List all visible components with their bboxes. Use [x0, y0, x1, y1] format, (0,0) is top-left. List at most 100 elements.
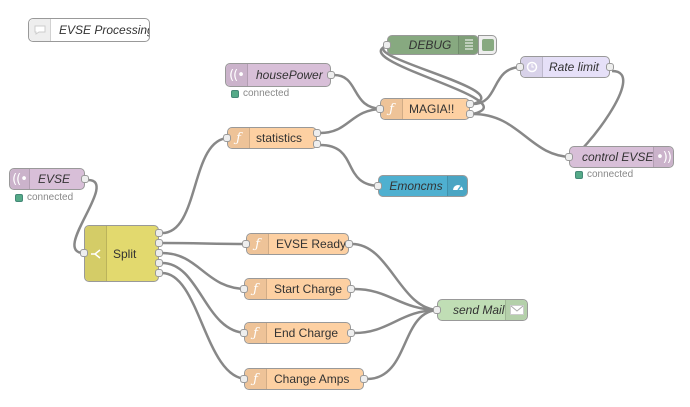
split-output-port-2[interactable] [155, 239, 163, 247]
wire-magia-debug-2 [379, 43, 485, 116]
mqtt-icon: ((• [226, 64, 248, 86]
envelope-icon [505, 300, 527, 320]
mqtt-icon: •)) [653, 147, 673, 167]
change-amps-label: Change Amps [274, 372, 350, 386]
evse-status-text: connected [27, 192, 74, 203]
end-charge-input-port[interactable] [240, 329, 248, 337]
start-charge-input-port[interactable] [240, 285, 248, 293]
debug-node[interactable]: DEBUG [387, 35, 479, 55]
send-mail-input-port[interactable] [433, 306, 441, 314]
delay-icon [521, 57, 543, 77]
emoncms-node[interactable]: Emoncms [378, 175, 468, 197]
debug-toggle-button[interactable] [478, 35, 497, 55]
house-power-label: housePower [256, 68, 323, 82]
status-dot [15, 193, 23, 202]
wire-magia-ratelimit [472, 65, 523, 106]
rate-limit-output-port[interactable] [606, 63, 614, 71]
send-mail-node[interactable]: send Mail [437, 299, 528, 321]
wire-evseready-mail [351, 242, 440, 312]
magia-label: MAGIA!! [409, 102, 455, 116]
status-dot [231, 89, 239, 98]
statistics-output-port-2[interactable] [313, 140, 321, 148]
debug-label: DEBUG [408, 38, 452, 52]
evse-output-port[interactable] [81, 175, 89, 183]
rate-limit-label: Rate limit [549, 60, 600, 74]
wire-split-changeamps [161, 271, 248, 381]
split-output-port-1[interactable] [155, 229, 163, 237]
debug-input-port[interactable] [383, 41, 391, 49]
wire-ratelimit-control [571, 69, 625, 159]
magia-node[interactable]: ƒ MAGIA!! [380, 98, 470, 120]
send-mail-label: send Mail [453, 303, 505, 317]
function-icon: ƒ [245, 323, 267, 343]
emoncms-input-port[interactable] [374, 182, 382, 190]
control-evse-status-text: connected [587, 169, 634, 180]
comment-label: EVSE Processing [59, 23, 149, 37]
wire-housepower-magia [333, 73, 384, 111]
magia-output-port-1[interactable] [466, 100, 474, 108]
wire-statistics-magia [319, 107, 384, 135]
house-power-output-port[interactable] [327, 71, 335, 79]
wire-split-endcharge [161, 261, 248, 335]
evse-node[interactable]: ((• EVSE [9, 168, 85, 190]
evse-ready-input-port[interactable] [242, 240, 250, 248]
change-amps-node[interactable]: ƒ Change Amps [244, 368, 364, 390]
split-output-port-4[interactable] [155, 259, 163, 267]
split-label: Split [113, 246, 137, 261]
split-output-port-3[interactable] [155, 249, 163, 257]
wire-endcharge-mail [353, 308, 440, 335]
statistics-label: statistics [256, 131, 303, 145]
magia-output-port-2[interactable] [466, 110, 474, 118]
function-icon: ƒ [245, 369, 267, 389]
house-power-node[interactable]: ((• housePower [225, 63, 331, 87]
function-icon: ƒ [245, 279, 267, 299]
change-amps-output-port[interactable] [360, 375, 368, 383]
rate-limit-node[interactable]: Rate limit [520, 56, 610, 78]
split-input-port[interactable] [80, 249, 88, 257]
debug-icon [458, 36, 478, 54]
split-output-port-5[interactable] [155, 269, 163, 277]
change-amps-input-port[interactable] [240, 375, 248, 383]
end-charge-node[interactable]: ƒ End Charge [244, 322, 351, 344]
wire-statistics-emoncms [319, 143, 382, 188]
wire-split-startcharge [161, 251, 248, 291]
wire-split-evseready [161, 241, 250, 246]
function-icon: ƒ [247, 234, 269, 254]
end-charge-label: End Charge [274, 326, 339, 340]
split-icon [85, 226, 107, 281]
statistics-input-port[interactable] [223, 134, 231, 142]
comment-icon [29, 19, 51, 41]
wire-changeamps-mail [366, 308, 440, 381]
evse-status: connected [15, 192, 73, 203]
wire-magia-debug [381, 43, 483, 106]
wire-split-statistics [161, 136, 230, 235]
mqtt-icon: ((• [10, 169, 30, 189]
control-evse-node[interactable]: control EVSE •)) [569, 146, 674, 168]
house-power-status-text: connected [243, 88, 290, 99]
rate-limit-input-port[interactable] [516, 63, 524, 71]
evse-ready-output-port[interactable] [345, 240, 353, 248]
start-charge-label: Start Charge [274, 282, 343, 296]
magia-input-port[interactable] [376, 105, 384, 113]
house-power-status: connected [231, 88, 289, 99]
function-icon: ƒ [381, 99, 403, 119]
emoncms-icon [447, 176, 467, 196]
evse-label: EVSE [38, 172, 71, 186]
split-node[interactable]: Split [84, 225, 159, 282]
control-evse-input-port[interactable] [565, 153, 573, 161]
end-charge-output-port[interactable] [347, 329, 355, 337]
function-icon: ƒ [228, 128, 250, 148]
statistics-node[interactable]: ƒ statistics [227, 127, 317, 149]
start-charge-output-port[interactable] [347, 285, 355, 293]
wire-magia-control [472, 112, 573, 159]
evse-ready-node[interactable]: ƒ EVSE Ready [246, 233, 349, 255]
evse-ready-label: EVSE Ready [276, 237, 347, 251]
comment-node[interactable]: EVSE Processing [28, 18, 150, 42]
wire-evse-split [73, 178, 98, 255]
emoncms-label: Emoncms [389, 179, 443, 193]
control-evse-label: control EVSE [582, 150, 653, 164]
start-charge-node[interactable]: ƒ Start Charge [244, 278, 351, 300]
control-evse-status: connected [575, 169, 633, 180]
status-dot [575, 170, 583, 179]
statistics-output-port-1[interactable] [313, 129, 321, 137]
